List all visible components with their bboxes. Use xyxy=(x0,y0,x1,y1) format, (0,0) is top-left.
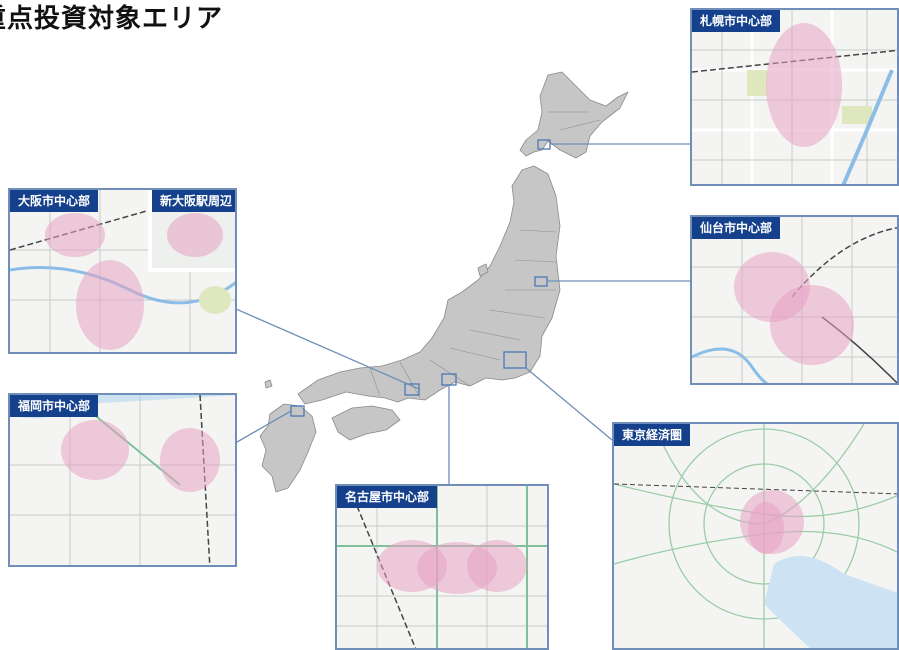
page-title: 重点投資対象エリア xyxy=(0,4,224,34)
inset-osaka: 大阪市中心部 新大阪駅周辺 xyxy=(8,188,237,354)
inset-label: 札幌市中心部 xyxy=(692,10,781,32)
inset-nagoya: 名古屋市中心部 xyxy=(335,484,549,650)
inset-label: 大阪市中心部 xyxy=(10,190,99,212)
kyushu-shape xyxy=(259,403,317,493)
marker-tokyo xyxy=(503,351,527,369)
inset-tokyo: 東京経済圏 xyxy=(612,422,899,650)
inset-sendai: 仙台市中心部 xyxy=(690,215,899,385)
inset-sapporo: 札幌市中心部 xyxy=(690,8,899,186)
inset-label: 名古屋市中心部 xyxy=(337,486,438,508)
inset-label: 東京経済圏 xyxy=(614,424,691,446)
hokkaido-shape xyxy=(519,71,629,159)
shikoku-shape xyxy=(331,405,401,441)
inset-label-secondary: 新大阪駅周辺 xyxy=(152,190,235,212)
inset-fukuoka: 福岡市中心部 xyxy=(8,393,237,567)
inset-label: 福岡市中心部 xyxy=(10,395,99,417)
inset-label: 仙台市中心部 xyxy=(692,217,781,239)
honshu-shape xyxy=(297,165,561,405)
